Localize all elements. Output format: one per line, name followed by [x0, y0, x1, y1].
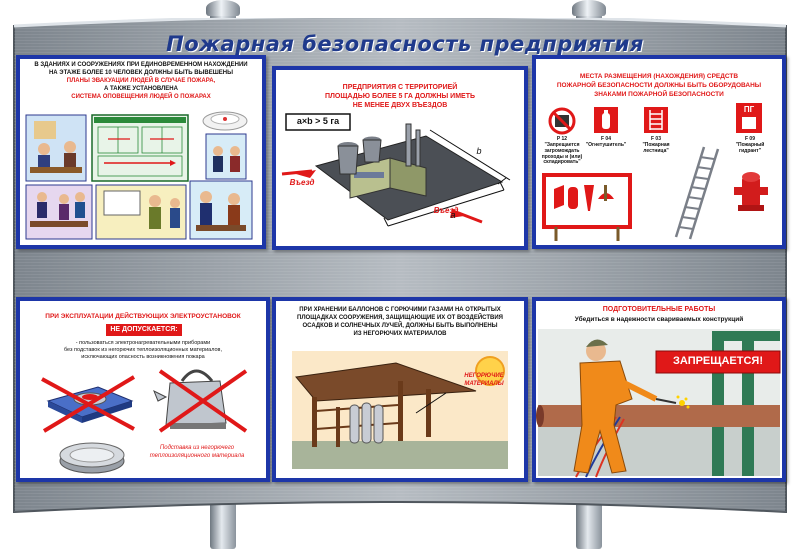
panel2-line1: ПРЕДПРИЯТИЯ С ТЕРРИТОРИЕЙ [342, 84, 458, 91]
sign-p12-caption: "Запрещается загромождать проходы и (или… [541, 142, 583, 166]
prohibited-stamp-text: ЗАПРЕЩАЕТСЯ! [673, 355, 763, 367]
stand-title: Пожарная безопасность предприятия [166, 32, 644, 56]
panel1-line1: В ЗДАНИЯХ И СООРУЖЕНИЯХ ПРИ ЕДИНОВРЕМЕНН… [34, 62, 248, 68]
panel5-line4: ИЗ НЕГОРЮЧИХ МАТЕРИАЛОВ [353, 331, 447, 337]
factory-territory-illustration [281, 123, 511, 227]
panel-fire-safety-signs: МЕСТА РАЗМЕЩЕНИЯ (НАХОЖДЕНИЯ) СРЕДСТВ ПО… [532, 55, 786, 249]
sign-f09-code: F 09 [744, 136, 755, 142]
panel3-line3: ЗНАКАМИ ПОЖАРНОЙ БЕЗОПАСНОСТИ [594, 91, 724, 98]
electric-hotplate-illustration [41, 375, 136, 433]
stand-caption-line2: теплоизоляционного материала [149, 453, 245, 459]
electric-kettle-illustration [153, 369, 248, 433]
panel1-line3: ПЛАНЫ ЭВАКУАЦИИ ЛЮДЕЙ В СЛУЧАЕ ПОЖАРА, [66, 78, 216, 84]
panel5-line2: ПЛОЩАДКАХ СООРУЖЕНИЯ, ЗАЩИЩАЮЩИЕ ИХ ОТ В… [297, 315, 503, 321]
panel1-line4: А ТАКЖЕ УСТАНОВЛЕНА [104, 86, 178, 92]
office-meeting-illustration [25, 114, 87, 182]
panel4-rule1: - пользоваться электронагревательными пр… [75, 340, 211, 346]
panel4-rule2: без подставок из негорючих теплоизоляцио… [63, 347, 223, 353]
panel4-rule3: исключающих опасность возникновения пожа… [81, 354, 205, 360]
nonflammable-label-line2: МАТЕРИАЛЫ [464, 381, 504, 387]
fire-hydrant-sign-icon [736, 103, 762, 133]
panel4-line1: ПРИ ЭКСПЛУАТАЦИИ ДЕЙСТВУЮЩИХ ЭЛЕКТРОУСТА… [45, 313, 241, 320]
fire-equipment-board-illustration [542, 173, 632, 241]
dimension-b-label: b [476, 146, 482, 156]
panel-evacuation-plans: В ЗДАНИЯХ И СООРУЖЕНИЯХ ПРИ ЕДИНОВРЕМЕНН… [16, 55, 266, 249]
stand-caption-line1: Подставка из негорючего [159, 445, 235, 451]
training-scene-illustration [25, 180, 253, 240]
no-clutter-sign-icon [548, 107, 576, 135]
panel3-line2: ПОЖАРНОЙ БЕЗОПАСНОСТИ ДОЛЖНЫ БЫТЬ ОБОРУД… [556, 82, 762, 89]
cylinder-shelter-illustration [292, 351, 508, 469]
panel5-line1: ПРИ ХРАНЕНИИ БАЛЛОНОВ С ГОРЮЧИМИ ГАЗАМИ … [299, 307, 501, 313]
panel-two-entrances: ПРЕДПРИЯТИЯ С ТЕРРИТОРИЕЙ ПЛОЩАДЬЮ БОЛЕЕ… [272, 66, 528, 250]
hydrant-sign-text: ПГ [743, 105, 755, 114]
welding-scene-illustration [536, 329, 780, 478]
left-post-cap [206, 0, 240, 16]
panel1-line2: НА ЭТАЖЕ БОЛЕЕ 10 ЧЕЛОВЕК ДОЛЖНЫ БЫТЬ ВЫ… [48, 70, 234, 76]
nonflammable-label-line1: НЕГОРЮЧИЕ [464, 373, 504, 379]
sign-p12-code: P 12 [556, 136, 568, 142]
sign-f03-caption: "Пожарная лестница" [642, 142, 670, 154]
panel1-line5: СИСТЕМА ОПОВЕЩЕНИЯ ЛЮДЕЙ О ПОЖАРАХ [71, 94, 211, 100]
evacuation-plan-illustration [91, 114, 189, 182]
panel2-line2: ПЛОЩАДЬЮ БОЛЕЕ 5 ГА ДОЛЖНЫ ИМЕТЬ [324, 93, 476, 100]
area-formula-box [285, 113, 351, 131]
dimension-a-label: a [450, 210, 456, 220]
panel-welding-preparation: ПОДГОТОВИТЕЛЬНЫЕ РАБОТЫ Убедиться в наде… [532, 297, 786, 482]
smoke-detector-icon [202, 111, 248, 180]
panel-electrical-installations: ПРИ ЭКСПЛУАТАЦИИ ДЕЙСТВУЮЩИХ ЭЛЕКТРОУСТА… [16, 297, 270, 482]
panel6-line2: Убедиться в надежности свариваемых конст… [574, 316, 744, 323]
fire-ladder-sign-icon [644, 107, 668, 133]
sign-f03-code: F 03 [650, 136, 661, 142]
entry-label-left: Въезд [289, 178, 315, 187]
panel5-line3: ОСАДКОВ И СОЛНЕЧНЫХ ЛУЧЕЙ, ДОЛЖНЫ БЫТЬ В… [302, 323, 498, 329]
not-allowed-badge: НЕ ДОПУСКАЕТСЯ: [106, 324, 182, 336]
sign-f09-caption: "Пожарный гидрант" [735, 142, 765, 154]
insulating-stand-illustration [59, 442, 125, 474]
fire-hydrant-illustration [734, 172, 768, 211]
ladder-illustration [674, 146, 720, 240]
area-formula: a×b > 5 га [296, 116, 340, 126]
prohibited-stamp [655, 350, 781, 374]
sign-f04-code: F 04 [600, 136, 611, 142]
extinguisher-sign-icon [594, 107, 618, 133]
right-post-cap [572, 0, 606, 16]
sign-f04-caption: "Огнетушитель" [585, 142, 627, 148]
panel3-line1: МЕСТА РАЗМЕЩЕНИЯ (НАХОЖДЕНИЯ) СРЕДСТВ [579, 73, 739, 80]
panel6-line1: ПОДГОТОВИТЕЛЬНЫЕ РАБОТЫ [602, 306, 716, 313]
entry-label-right: Въезд [433, 206, 459, 215]
panel-gas-cylinder-storage: ПРИ ХРАНЕНИИ БАЛЛОНОВ С ГОРЮЧИМИ ГАЗАМИ … [272, 297, 528, 482]
panel2-line3: НЕ МЕНЕЕ ДВУХ ВЪЕЗДОВ [352, 102, 448, 109]
